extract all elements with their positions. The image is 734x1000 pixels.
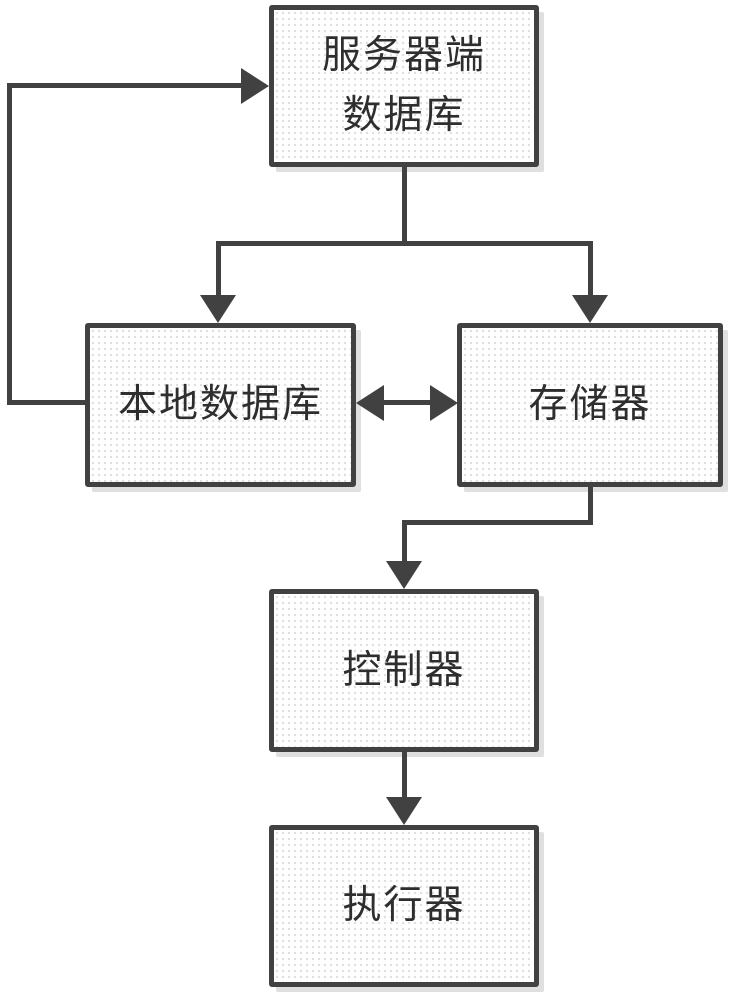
arrowhead-left-icon (356, 385, 384, 421)
node-local-database-label: 本地数据库 (117, 383, 323, 426)
node-server-database: 服务器端 数据库 (269, 5, 539, 167)
edge-server-split-stem (402, 167, 407, 244)
edge-server-to-storage-drop (588, 244, 593, 296)
node-actuator: 执行器 (269, 825, 539, 987)
arrowhead-down-icon (386, 797, 422, 825)
node-storage-label: 存储器 (528, 383, 652, 426)
node-actuator-label: 执行器 (342, 884, 466, 927)
node-controller-label: 控制器 (342, 648, 466, 692)
node-storage: 存储器 (457, 323, 723, 487)
edge-storage-to-controller-horizontal (402, 520, 593, 525)
arrowhead-down-icon (386, 561, 422, 589)
node-local-database: 本地数据库 (85, 323, 356, 487)
arrowhead-right-icon (241, 68, 269, 104)
node-controller: 控制器 (269, 589, 539, 752)
node-server-database-label-line2: 数据库 (342, 94, 466, 137)
node-server-database-label-line1: 服务器端 (321, 34, 486, 77)
edge-storage-to-controller-drop (402, 525, 407, 561)
edge-local-to-server-top (12, 83, 241, 88)
arrowhead-right-icon (430, 385, 458, 421)
arrowhead-down-icon (572, 295, 608, 323)
arrowhead-down-icon (200, 295, 236, 323)
edge-local-to-server-bottom (9, 400, 85, 405)
edge-controller-to-actuator (402, 752, 407, 798)
edge-server-split-horizontal (216, 241, 593, 246)
edge-storage-to-controller-down (588, 487, 593, 523)
edge-server-to-local-drop (216, 244, 221, 296)
edge-local-to-server-vertical (7, 83, 12, 405)
edge-local-storage-bidirectional (382, 400, 432, 405)
